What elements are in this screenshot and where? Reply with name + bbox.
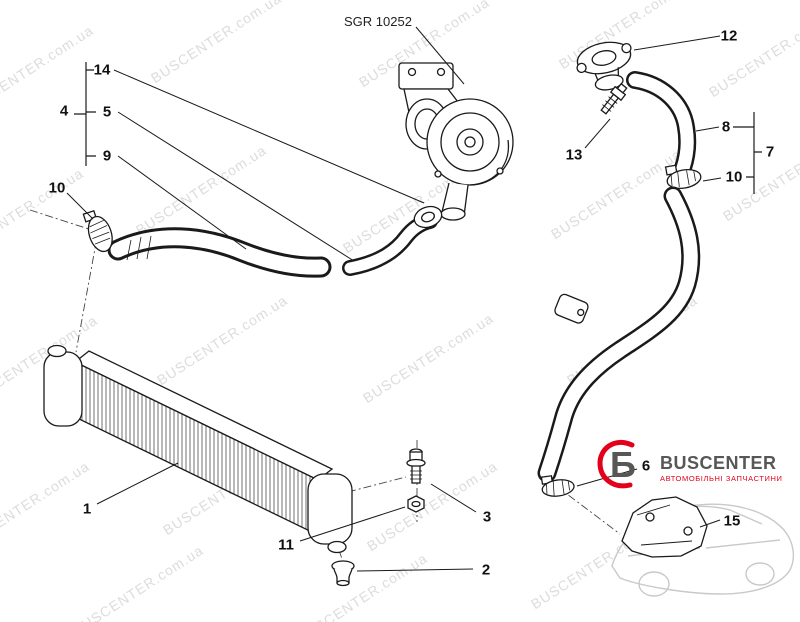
- callout-10-right: 10: [725, 168, 743, 186]
- mounting-bracket-15: [621, 496, 708, 558]
- turbocharger: [398, 62, 514, 221]
- gasket-14: [413, 205, 443, 229]
- callout-12: 12: [720, 27, 738, 45]
- nut-11: [407, 495, 425, 513]
- grommet-2: [331, 560, 355, 587]
- hose-lower-left: [107, 227, 332, 278]
- callout-15: 15: [723, 512, 741, 530]
- callout-7: 7: [765, 143, 775, 161]
- clamp-6: [540, 475, 575, 497]
- callout-5: 5: [102, 103, 112, 121]
- callout-14: 14: [93, 61, 111, 79]
- leader-lines: [66, 26, 722, 572]
- clamp-10-right: [664, 164, 702, 189]
- callout-1: 1: [82, 500, 92, 518]
- callout-4: 4: [59, 102, 69, 120]
- buscenter-logo-mark: Б: [596, 436, 644, 495]
- callout-10-left: 10: [48, 179, 66, 197]
- logo-red-swoosh: [597, 439, 635, 489]
- callout-2: 2: [481, 561, 491, 579]
- logo-letter: Б: [610, 444, 636, 485]
- buscenter-logo: BUSCENTER АВТОМОБІЛЬНІ ЗАПЧАСТИНИ: [660, 454, 783, 483]
- callout-13: 13: [565, 146, 583, 164]
- outlet-flange-12: [576, 41, 632, 91]
- bolt-3: [406, 448, 426, 484]
- callout-9: 9: [102, 147, 112, 165]
- callout-brackets: [74, 62, 762, 194]
- callout-8: 8: [721, 118, 731, 136]
- diagram-code-label: SGR 10252: [344, 14, 412, 29]
- hose-retaining-clip: [554, 293, 589, 324]
- callout-6: 6: [641, 457, 651, 475]
- hose-elbow-8: [626, 71, 697, 177]
- bolt-13: [600, 82, 628, 115]
- hose-long-right: [537, 186, 701, 483]
- logo-title: BUSCENTER: [660, 453, 777, 473]
- intercooler: [43, 344, 353, 554]
- logo-subtitle: АВТОМОБІЛЬНІ ЗАПЧАСТИНИ: [660, 473, 783, 483]
- callout-11: 11: [278, 536, 294, 554]
- hose-upper: [342, 213, 438, 276]
- callout-3: 3: [482, 508, 492, 526]
